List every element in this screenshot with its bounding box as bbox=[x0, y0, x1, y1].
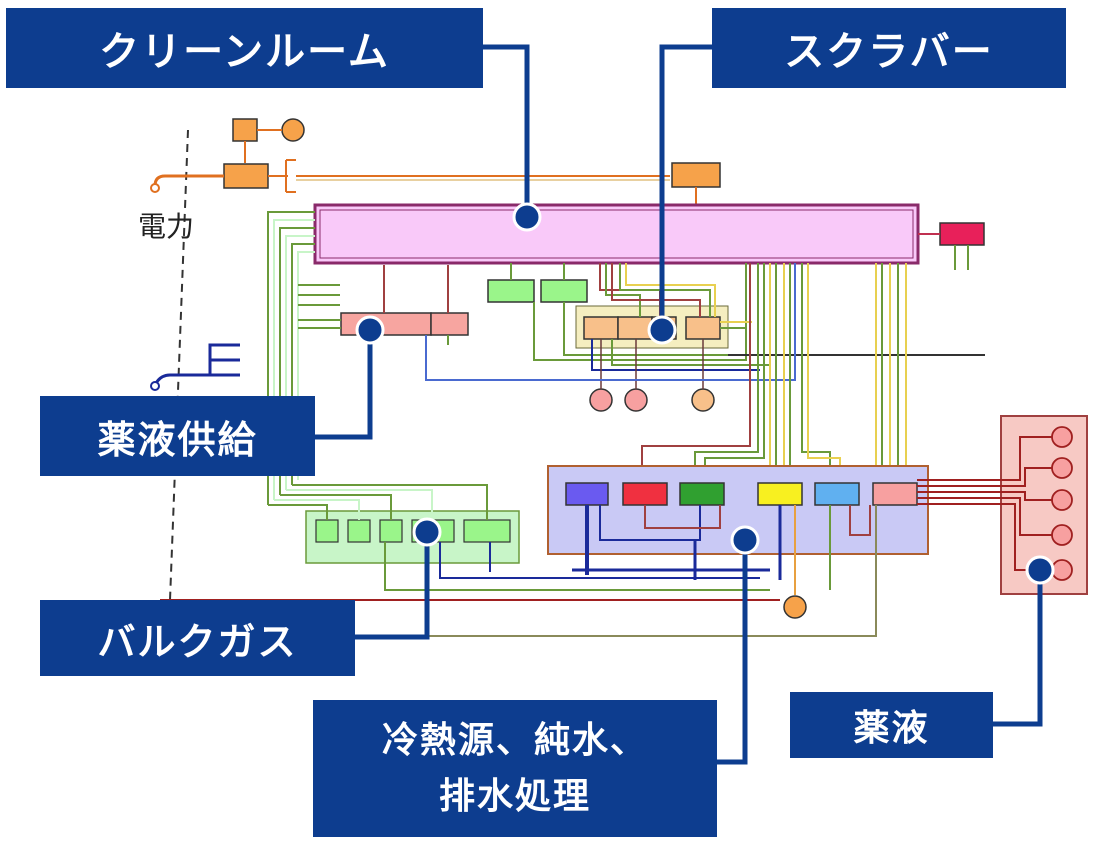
exhaust-box bbox=[939, 222, 985, 246]
callout-chemical-supply-text: 薬液供給 bbox=[97, 417, 258, 462]
pump-circle-1 bbox=[589, 388, 613, 412]
gas-box-2 bbox=[540, 279, 588, 303]
callout-scrubber: スクラバー bbox=[712, 8, 1066, 88]
callout-chemicals: 薬液 bbox=[790, 692, 993, 758]
callout-chemical-supply: 薬液供給 bbox=[40, 396, 315, 476]
clean-room-block bbox=[313, 203, 920, 265]
callout-clean-room-text: クリーンルーム bbox=[99, 29, 390, 75]
pump-circle-3 bbox=[691, 388, 715, 412]
transformer-box bbox=[223, 163, 269, 189]
callout-bulk-gas-text: バルクガス bbox=[97, 619, 298, 664]
leader-dot-bulk-gas bbox=[412, 517, 442, 547]
leader-dot-clean-room bbox=[512, 202, 542, 232]
callout-bulk-gas: バルクガス bbox=[40, 600, 355, 676]
utilities-pump-circle bbox=[783, 595, 807, 619]
power-section bbox=[150, 118, 721, 205]
power-label: 電力 bbox=[138, 210, 195, 243]
leader-dot-chemicals bbox=[1025, 555, 1055, 585]
gas-box-1 bbox=[487, 279, 535, 303]
callout-utilities-line2: 排水処理 bbox=[438, 775, 591, 817]
leader-dot-utilities bbox=[730, 525, 760, 555]
leader-dot-scrubber bbox=[647, 315, 677, 345]
callout-leaders bbox=[315, 44, 1043, 765]
callout-scrubber-text: スクラバー bbox=[784, 29, 994, 75]
scrubber-power-box bbox=[671, 162, 721, 188]
leader-dot-chemical-supply bbox=[355, 315, 385, 345]
callout-utilities-line1: 冷熱源、純水、 bbox=[381, 719, 648, 761]
power-top-box bbox=[232, 118, 258, 142]
power-source-circle bbox=[281, 118, 305, 142]
callout-clean-room: クリーンルーム bbox=[6, 8, 483, 88]
pump-circle-2 bbox=[624, 388, 648, 412]
callout-utilities: 冷熱源、純水、 排水処理 bbox=[313, 700, 717, 837]
bulk-gas-block bbox=[305, 510, 520, 564]
site-boundary-line bbox=[169, 129, 189, 601]
callout-chemicals-text: 薬液 bbox=[853, 708, 930, 749]
